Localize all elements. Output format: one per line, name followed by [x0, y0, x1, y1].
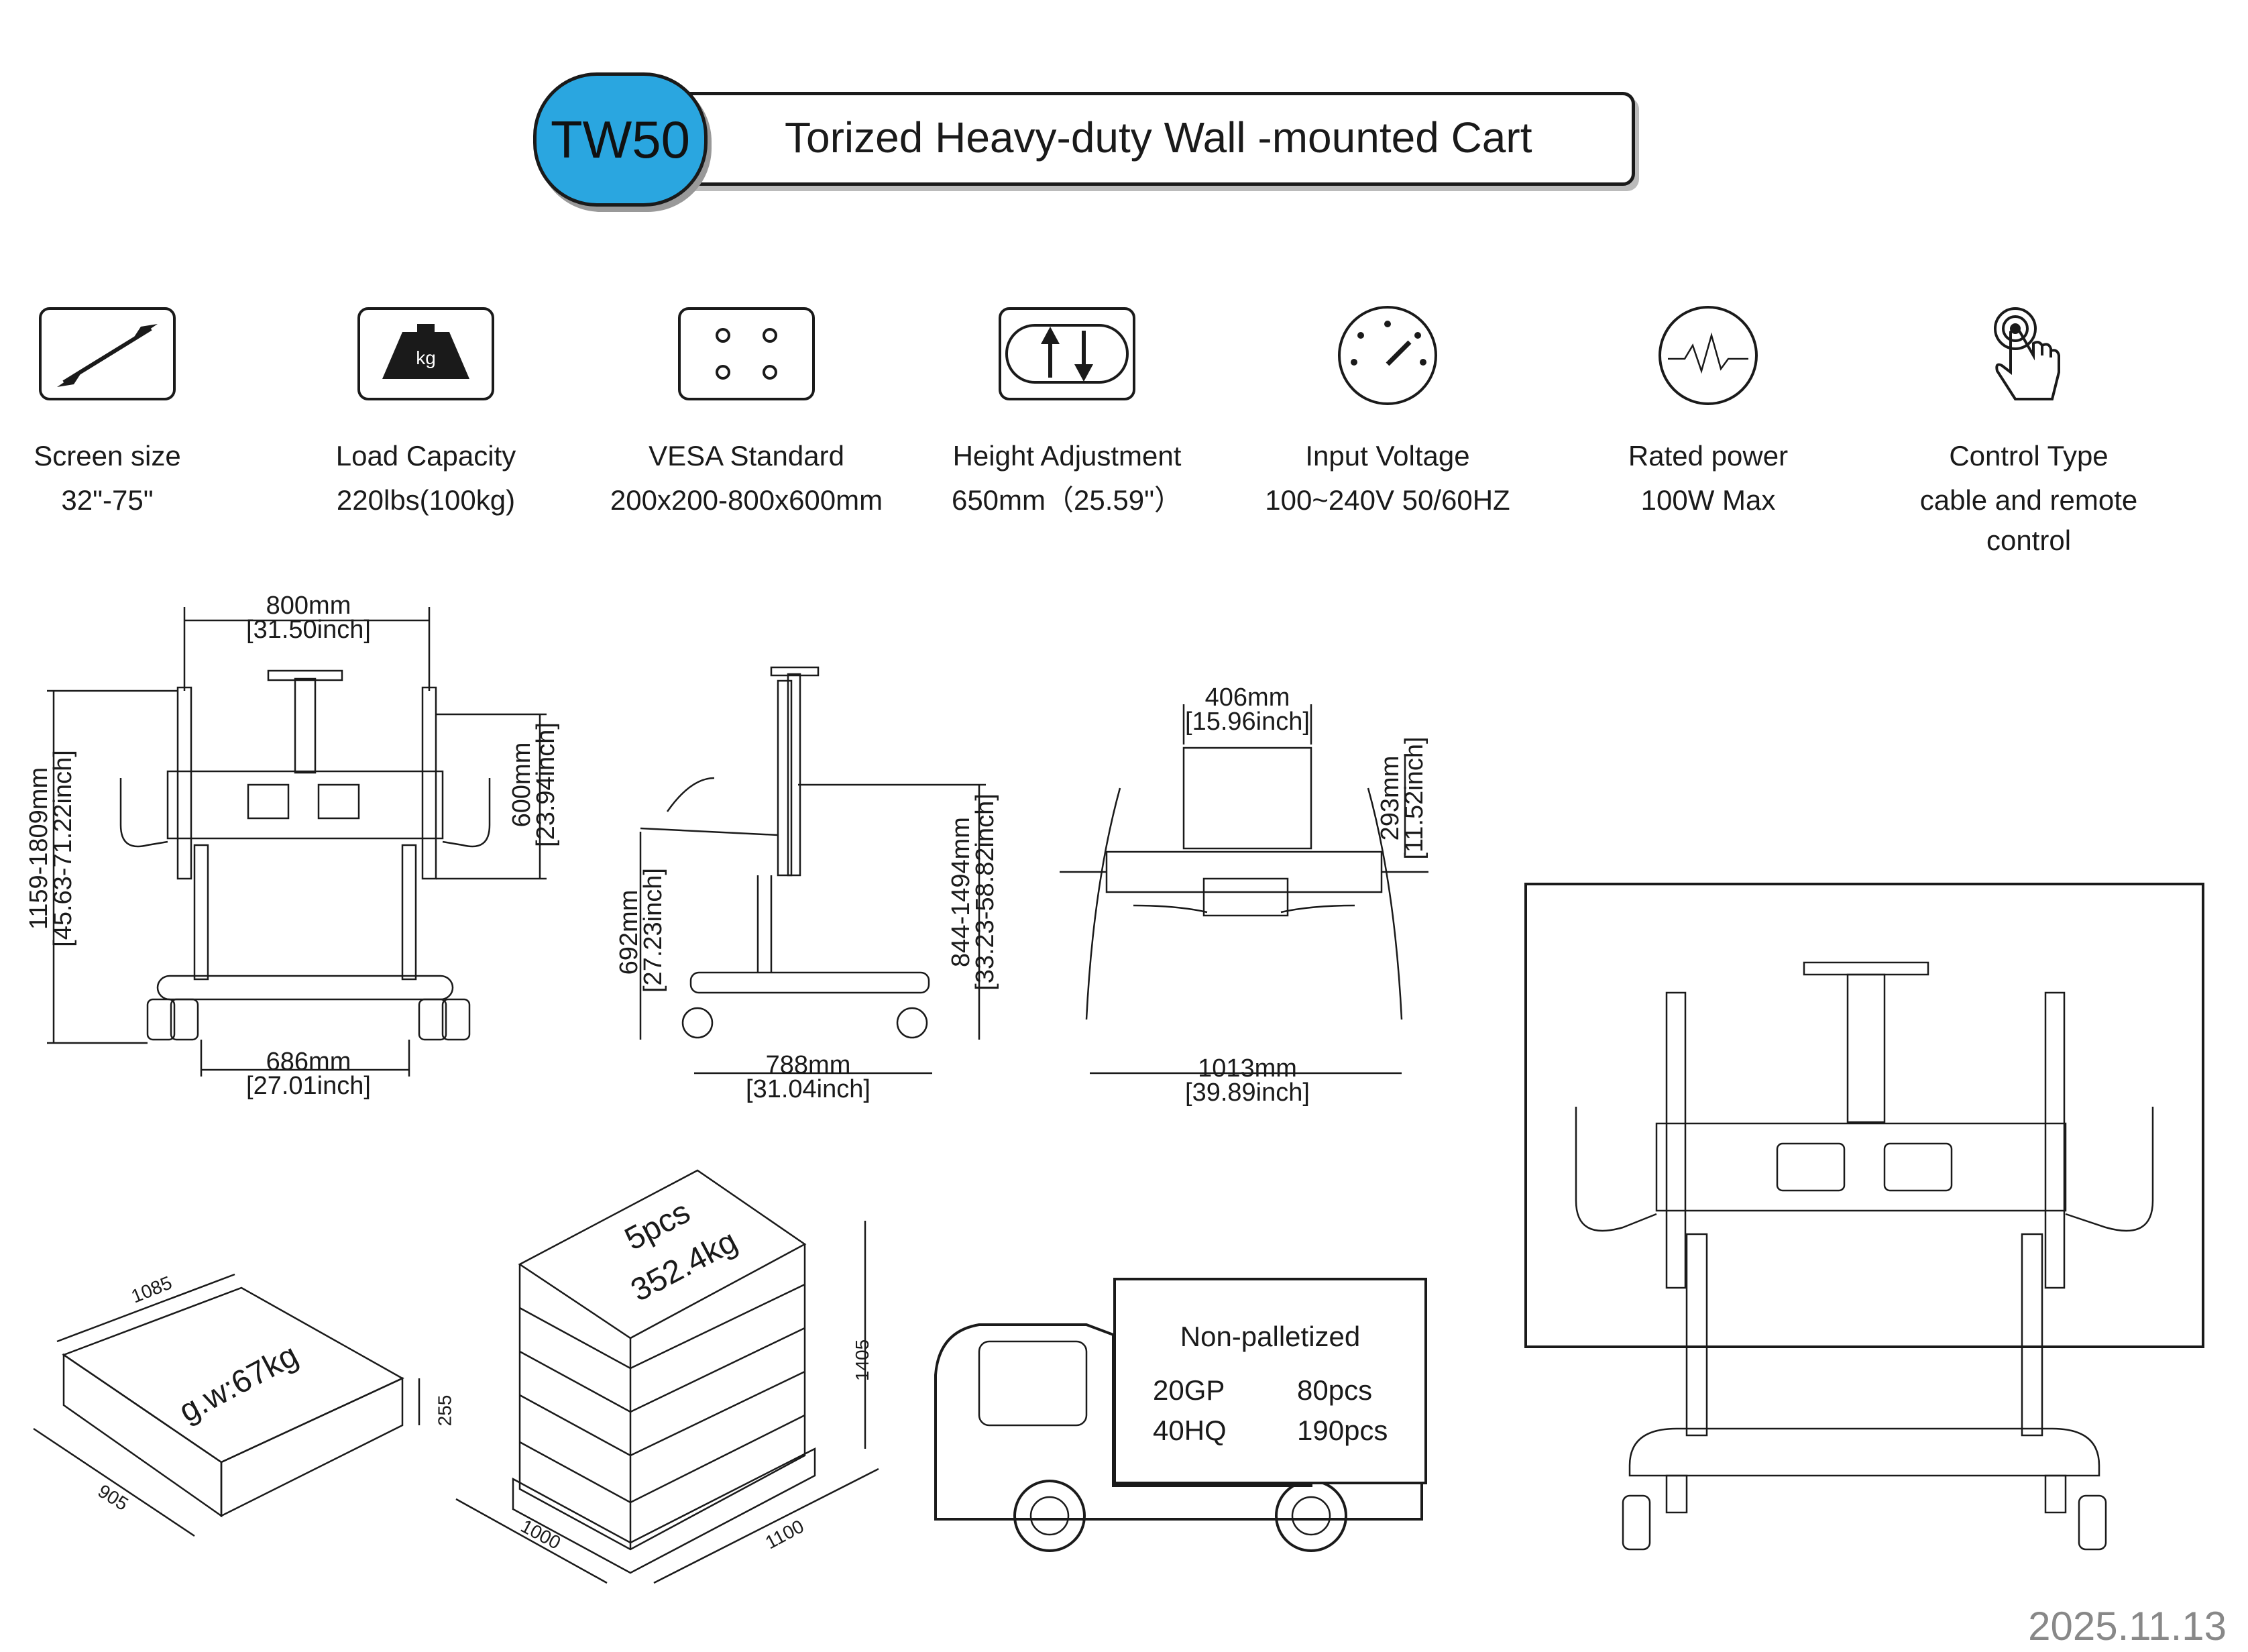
spec-load-capacity: kg Load Capacity 220lbs(100kg) [285, 305, 567, 520]
spec-value: cable and remote control [1919, 484, 2138, 556]
dim-mm: 692mm [615, 889, 643, 975]
vesa-holes-icon [678, 307, 815, 400]
dim-side-height: 844-1494mm [33.23-58.82inch] [947, 788, 999, 996]
shipping-info-box: Non-palletized 20GP 80pcs 40HQ 190pcs [1113, 1278, 1427, 1484]
dim-inch: [31.50inch] [246, 616, 371, 644]
dim-front-vesa: 600mm [23.94inch] [508, 718, 560, 852]
container-qty: 190pcs [1297, 1415, 1388, 1446]
dim-mm: 844-1494mm [947, 817, 975, 967]
title-banner [677, 92, 1635, 186]
weight-unit: kg [416, 347, 436, 368]
container-type: 20GP [1153, 1374, 1225, 1406]
spec-label: Height Adjustment [952, 440, 1182, 472]
dim-top-depth: 293mm [11.52inch] [1376, 731, 1428, 865]
dim-mm: 1013mm [1198, 1054, 1297, 1083]
spec-label: Load Capacity [335, 440, 516, 472]
touch-hand-icon [1994, 307, 2060, 400]
top-view-drawing [1060, 704, 1428, 1075]
dim-mm: 600mm [508, 742, 536, 828]
dim-mm: 406mm [1204, 683, 1290, 712]
shipping-heading: Non-palletized [1180, 1321, 1361, 1352]
pallet-height: 1405 [852, 1339, 873, 1382]
container-type: 40HQ [1153, 1415, 1227, 1446]
spec-screen-size: Screen size 32"-75" [0, 305, 248, 520]
dim-front-height: 1159-1809mm [45.63-71.22inch] [25, 738, 77, 959]
carton-height: 255 [434, 1394, 455, 1427]
spec-label: Control Type [1949, 440, 2109, 472]
spec-label: Screen size [34, 440, 181, 472]
dim-mm: 788mm [765, 1051, 851, 1079]
spec-label: Rated power [1628, 440, 1789, 472]
spec-value: 32"-75" [61, 484, 154, 516]
spec-value: 100~240V 50/60HZ [1265, 484, 1510, 516]
dim-side-depth: 788mm [31.04inch] [741, 1051, 875, 1103]
spec-vesa: VESA Standard 200x200-800x600mm [606, 305, 887, 520]
spec-input-voltage: Input Voltage 100~240V 50/60HZ [1247, 305, 1528, 520]
dim-inch: [45.63-71.22inch] [49, 750, 77, 947]
model-code: TW50 [550, 110, 691, 169]
pallet-stack-drawing [455, 1169, 879, 1584]
spec-control-type: Control Type cable and remote control [1888, 305, 2170, 561]
weight-kg-icon: kg [357, 307, 494, 400]
dim-mm: 1159-1809mm [25, 767, 53, 930]
document-date: 2025.11.13 [2028, 1604, 2227, 1649]
container-qty: 80pcs [1297, 1374, 1373, 1406]
model-badge: TW50 [533, 72, 708, 207]
spec-label: Input Voltage [1305, 440, 1470, 472]
spec-value: 100W Max [1640, 484, 1776, 516]
side-view-drawing [639, 666, 986, 1075]
dim-inch: [31.04inch] [746, 1075, 870, 1103]
dim-inch: [27.01inch] [246, 1072, 371, 1100]
dim-side-tray: 692mm [27.23inch] [615, 868, 667, 993]
dim-inch: [23.94inch] [532, 722, 560, 847]
spec-value: 650mm（25.59"） [951, 484, 1183, 516]
dim-top-span: 1013mm [39.89inch] [1180, 1056, 1314, 1105]
cart-render-drawing [1524, 883, 2204, 1551]
dim-mm: 686mm [266, 1048, 351, 1076]
spec-label: VESA Standard [649, 440, 844, 472]
dim-inch: [27.23inch] [639, 868, 667, 993]
dim-inch: [39.89inch] [1185, 1079, 1310, 1107]
dim-inch: [15.96inch] [1185, 708, 1310, 736]
front-view-drawing [47, 607, 547, 1077]
voltage-gauge-icon [1338, 306, 1437, 405]
dim-front-width: 800mm [31.50inch] [241, 592, 376, 644]
dim-front-base: 686mm [27.01inch] [241, 1048, 376, 1100]
spec-value: 200x200-800x600mm [610, 484, 883, 516]
dim-mm: 293mm [1376, 755, 1404, 841]
power-wave-icon [1659, 306, 1758, 405]
dim-inch: [33.23-58.82inch] [971, 793, 999, 991]
dim-mm: 800mm [266, 592, 351, 620]
height-arrows-icon [999, 307, 1135, 400]
screen-size-arrow-icon [39, 307, 176, 400]
spec-rated-power: Rated power 100W Max [1567, 305, 1849, 520]
dim-top-width: 406mm [15.96inch] [1180, 685, 1314, 734]
carton-box-drawing [33, 1273, 420, 1537]
dim-inch: [11.52inch] [1400, 736, 1428, 860]
spec-height-adjust: Height Adjustment 650mm（25.59"） [926, 305, 1208, 520]
product-title: Torized Heavy-duty Wall -mounted Cart [785, 113, 1532, 162]
spec-value: 220lbs(100kg) [336, 484, 516, 516]
